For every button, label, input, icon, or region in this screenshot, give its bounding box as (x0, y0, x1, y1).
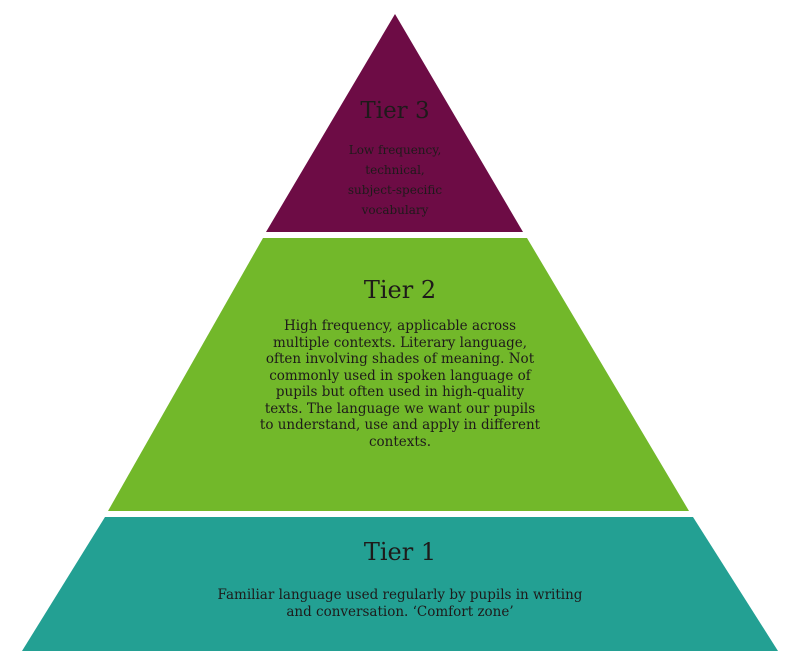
text-line: texts. The language we want our pupils (264, 400, 536, 417)
text-line: Low frequency, (348, 143, 442, 157)
tier-2-section (108, 238, 689, 511)
tier-3-title: Tier 3 (360, 98, 430, 124)
tier-2-description: High frequency, applicable across multip… (215, 318, 585, 450)
tier-1-description: Familiar language used regularly by pupi… (140, 587, 660, 621)
text-line: Familiar language used regularly by pupi… (217, 587, 583, 603)
text-line: pupils but often used in high-quality (275, 384, 525, 400)
tier-1-title: Tier 1 (363, 538, 437, 566)
text-line: and conversation. ‘Comfort zone’ (286, 604, 514, 620)
tier-2-title: Tier 2 (363, 276, 437, 304)
text-line: technical, (365, 163, 425, 177)
text-line: vocabulary (361, 203, 429, 217)
text-line: contexts. (368, 433, 432, 450)
text-line: multiple contexts. Literary language, (272, 334, 528, 351)
text-line: subject-specific (347, 183, 443, 197)
text-line: to understand, use and apply in differen… (259, 417, 541, 433)
text-line: High frequency, applicable across (283, 318, 517, 334)
text-line: often involving shades of meaning. Not (265, 351, 535, 367)
tier-3-description: Low frequency, technical, subject-specif… (295, 140, 495, 220)
text-line: commonly used in spoken language of (269, 367, 531, 384)
tier-1-section (22, 517, 778, 651)
tier-3-section (266, 14, 523, 232)
